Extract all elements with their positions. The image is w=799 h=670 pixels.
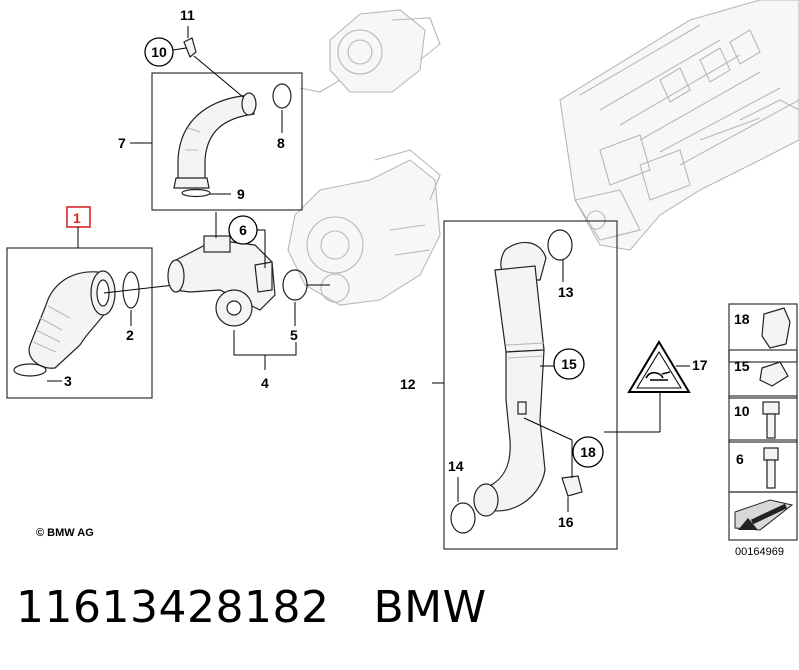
bolt-10-icon (762, 401, 780, 439)
callout-4[interactable]: 4 (261, 375, 269, 391)
copyright-text: © BMW AG (36, 527, 94, 539)
callout-7[interactable]: 7 (118, 135, 126, 151)
callout-5[interactable]: 5 (290, 327, 298, 343)
callout-11[interactable]: 11 (180, 7, 195, 23)
callout-18[interactable]: 18 (572, 436, 604, 468)
part-number: 11613428182 (16, 582, 330, 633)
o-ring-8 (272, 83, 292, 109)
connector-pipe-4 (167, 235, 276, 327)
legend-6[interactable]: 6 (736, 451, 744, 467)
callout-10[interactable]: 10 (144, 37, 174, 67)
o-ring-14 (450, 502, 476, 534)
arrow-icon (734, 499, 794, 531)
svg-text:10: 10 (151, 44, 167, 60)
legend-10[interactable]: 10 (734, 403, 750, 419)
legend-18[interactable]: 18 (734, 311, 750, 327)
charge-air-hose-1 (28, 270, 116, 369)
callout-8[interactable]: 8 (277, 135, 285, 151)
bolt-6-icon (763, 447, 779, 489)
clip-18-icon (761, 307, 791, 349)
clip-nut-15-icon (759, 361, 789, 387)
part-caption: 11613428182 BMW (16, 582, 531, 633)
charge-air-pipe-7 (173, 92, 257, 189)
callout-14[interactable]: 14 (448, 458, 464, 474)
callout-16[interactable]: 16 (558, 514, 574, 530)
callout-1[interactable]: 1 (73, 210, 81, 226)
svg-text:6: 6 (239, 222, 247, 238)
svg-text:18: 18 (580, 444, 596, 460)
o-ring-3 (13, 363, 47, 377)
callout-12[interactable]: 12 (400, 376, 416, 392)
o-ring-5 (282, 269, 308, 301)
turbocharger-middle-background (287, 149, 441, 306)
sensor-16 (561, 475, 583, 497)
callout-15[interactable]: 15 (553, 348, 585, 380)
group-box-pipe-12 (443, 220, 618, 550)
intake-manifold-background (559, 0, 799, 251)
brand-name: BMW (373, 582, 487, 633)
o-ring-13 (547, 229, 573, 261)
svg-text:15: 15 (561, 356, 577, 372)
warning-label-17 (627, 340, 691, 393)
callout-13[interactable]: 13 (558, 284, 574, 300)
clamp-part-11 (183, 37, 197, 58)
group-box-hose-1 (6, 247, 153, 399)
legend-panel (728, 303, 798, 541)
charge-air-pipe-15 (473, 241, 547, 517)
callout-2[interactable]: 2 (126, 327, 134, 343)
o-ring-9 (181, 188, 211, 198)
diagram-code: 00164969 (735, 546, 784, 558)
seal-ring-2 (122, 271, 140, 309)
callout-9[interactable]: 9 (237, 186, 245, 202)
turbocharger-top-background (299, 9, 441, 93)
callout-6[interactable]: 6 (228, 215, 258, 245)
legend-15[interactable]: 15 (734, 358, 750, 374)
group-box-pipe-7 (151, 72, 303, 211)
callout-3[interactable]: 3 (64, 373, 72, 389)
callout-17[interactable]: 17 (692, 357, 708, 373)
